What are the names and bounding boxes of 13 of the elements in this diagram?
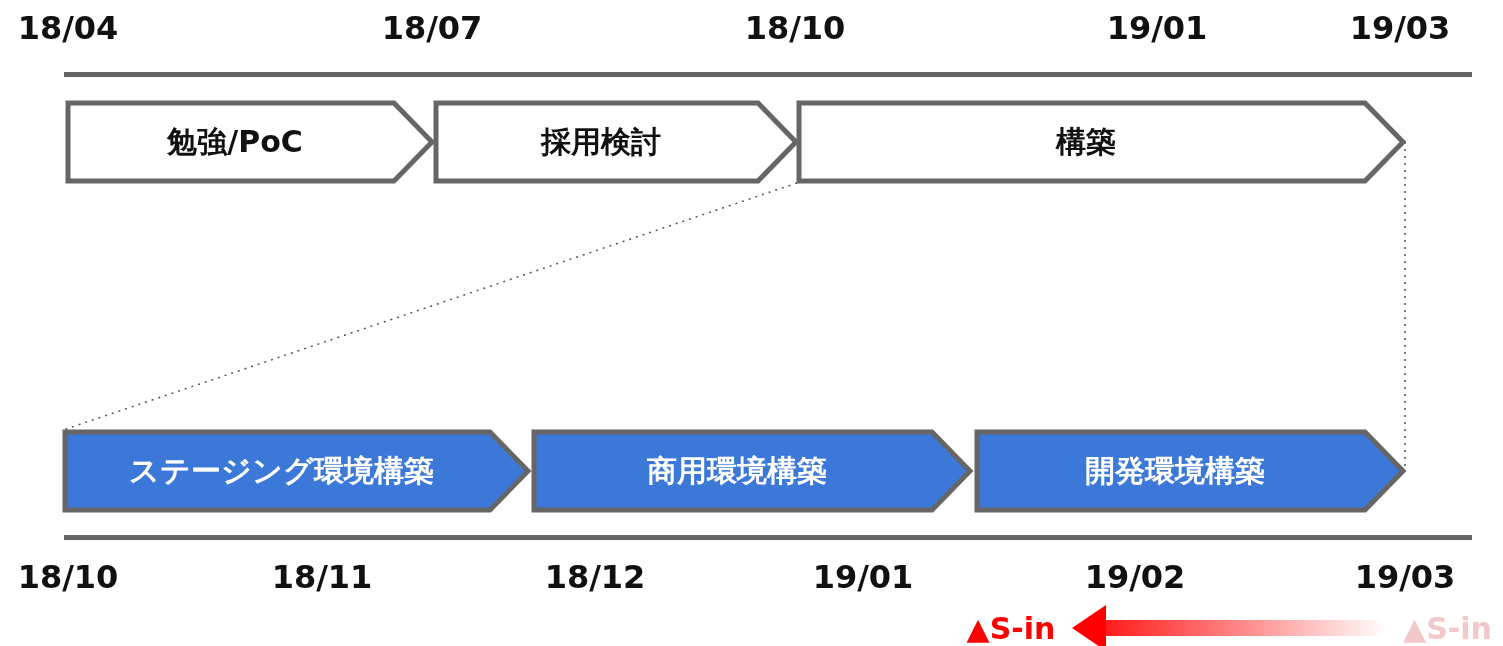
date-label: 18/10 (744, 9, 846, 47)
dotted-line (62, 182, 798, 431)
date-label: 19/01 (1106, 9, 1208, 47)
date-label: 19/01 (812, 558, 914, 596)
date-label: 18/04 (17, 9, 119, 47)
date-label: 18/11 (271, 558, 373, 596)
phase-label: ▲S-in (966, 610, 1056, 646)
date-label: 19/03 (1349, 9, 1451, 47)
date-label: 18/10 (17, 558, 119, 596)
date-label: 18/12 (544, 558, 646, 596)
date-label: 19/03 (1354, 558, 1456, 596)
date-label: 18/07 (381, 9, 483, 47)
date-label: 19/02 (1084, 558, 1186, 596)
